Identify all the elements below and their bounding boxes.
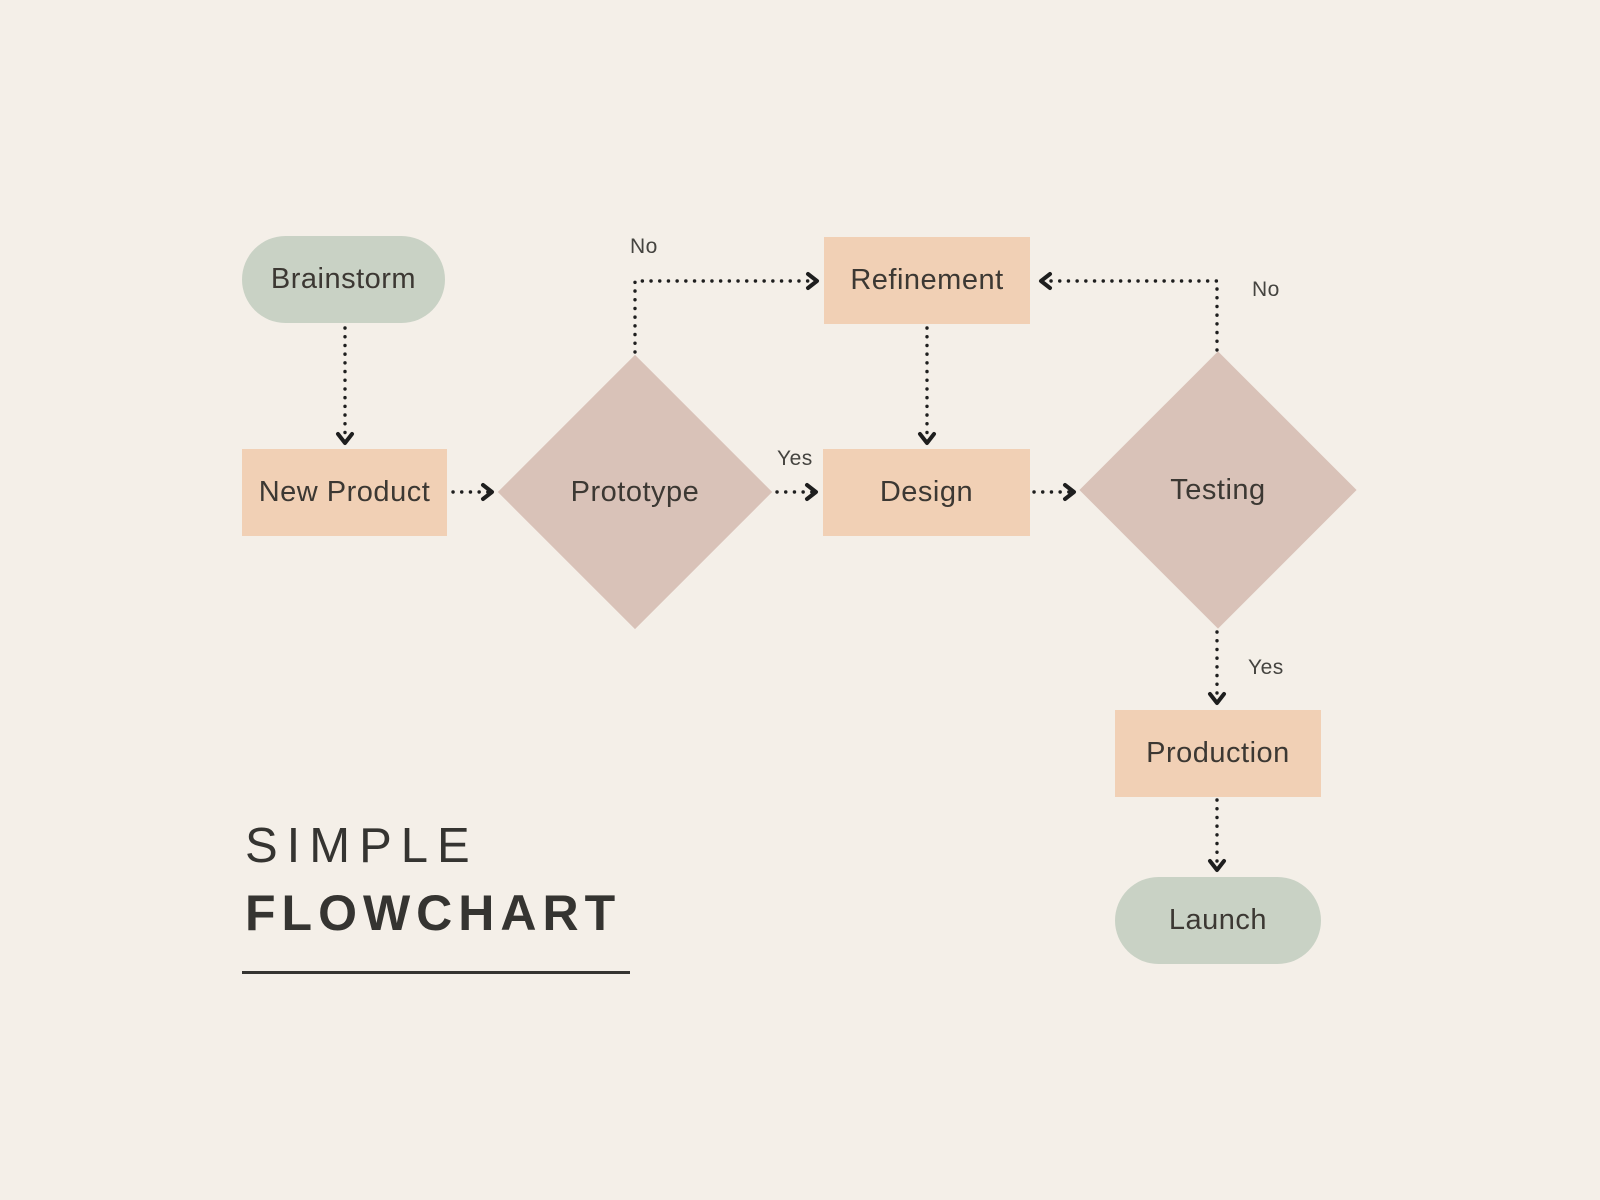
title-underline — [242, 971, 630, 974]
edge-label-testing-yes: Yes — [1248, 656, 1284, 679]
node-prototype-label: Prototype — [570, 475, 700, 508]
node-launch: Launch — [1115, 877, 1321, 964]
node-production-label: Production — [1146, 737, 1290, 769]
title-block: SIMPLE FLOWCHART — [242, 819, 630, 974]
node-testing: Testing — [1080, 352, 1356, 628]
node-testing-label: Testing — [1170, 473, 1266, 506]
node-launch-label: Launch — [1168, 904, 1268, 936]
node-brainstorm-label: Brainstorm — [270, 263, 417, 295]
edge-prototype-refinement-no — [633, 272, 819, 354]
edge-label-testing-no: No — [1252, 278, 1280, 301]
node-refinement: Refinement — [824, 237, 1030, 324]
edge-label-prototype-yes: Yes — [777, 447, 813, 470]
node-new-product-label: New Product — [258, 476, 431, 508]
node-brainstorm: Brainstorm — [242, 236, 445, 323]
node-prototype: Prototype — [498, 355, 772, 629]
title-line-flowchart: FLOWCHART — [245, 885, 622, 941]
node-design-label: Design — [879, 476, 974, 508]
node-new-product: New Product — [242, 449, 447, 536]
node-design: Design — [823, 449, 1030, 536]
title-line-simple: SIMPLE — [245, 819, 479, 873]
edge-label-prototype-no: No — [630, 235, 658, 258]
node-refinement-label: Refinement — [850, 264, 1004, 296]
edge-testing-refinement-no — [1039, 272, 1219, 352]
node-production: Production — [1115, 710, 1321, 797]
